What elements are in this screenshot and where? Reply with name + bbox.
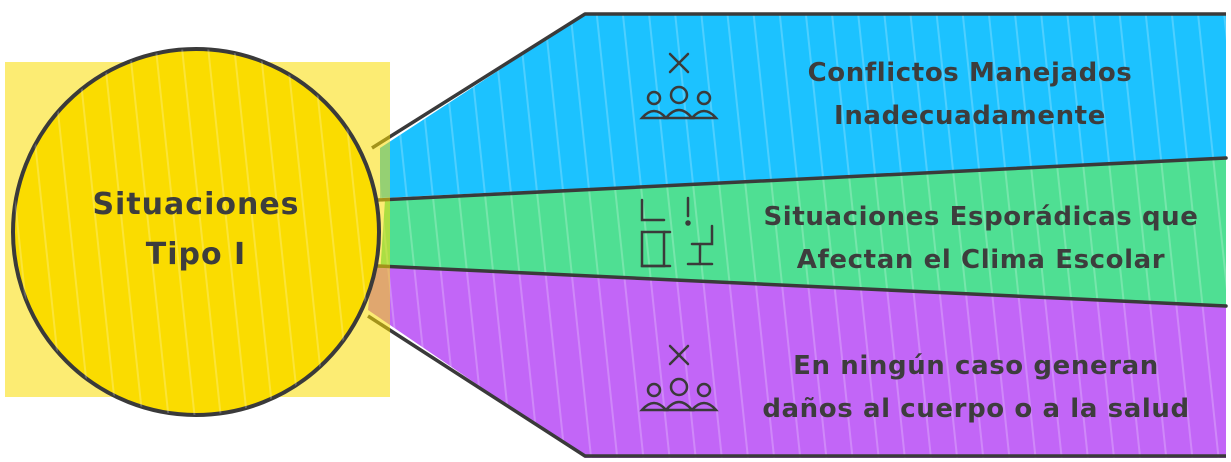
conflict-people-icon [639, 344, 719, 412]
branch-3-line-1: En ningún caso generan [793, 351, 1159, 381]
branch-3-label: En ningún caso generan daños al cuerpo o… [728, 345, 1224, 431]
center-title-line-2: Tipo I [145, 237, 247, 272]
separator-line-1 [376, 156, 1228, 202]
branch-2-label: Situaciones Esporádicas que Afectan el C… [738, 196, 1224, 282]
center-title: Situaciones Tipo I [46, 180, 346, 280]
classroom-desks-icon [640, 196, 714, 268]
branch-1-label: Conflictos Manejados Inadecuadamente [745, 52, 1195, 138]
branch-3-band [367, 265, 1226, 458]
branch-1-line-2: Inadecuadamente [834, 101, 1106, 131]
branch-2-band [380, 158, 1226, 305]
branch-2-line-2: Afectan el Clima Escolar [796, 245, 1166, 275]
separator-line-2 [376, 264, 1228, 308]
branch-2-line-1: Situaciones Esporádicas que [763, 202, 1199, 232]
conflict-people-icon [639, 52, 719, 120]
center-title-line-1: Situaciones [92, 187, 300, 222]
branch-3-line-2: daños al cuerpo o a la salud [762, 394, 1190, 424]
branch-1-band [371, 12, 1226, 198]
center-circle [5, 47, 390, 417]
branch-1-line-1: Conflictos Manejados [807, 58, 1133, 88]
